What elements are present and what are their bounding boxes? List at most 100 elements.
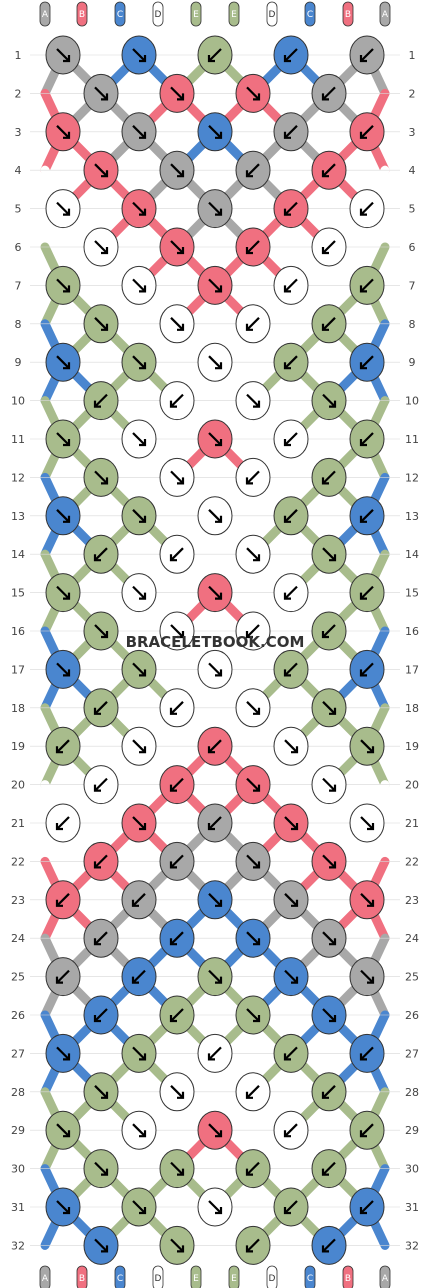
arrow-down-left-icon (208, 816, 222, 830)
arrow-head-icon (359, 362, 367, 370)
arrow-down-right-icon (56, 355, 70, 369)
knot (273, 573, 309, 613)
row-number-left: 5 (15, 203, 22, 216)
knot (83, 918, 119, 958)
knot (45, 496, 81, 536)
knot (159, 457, 195, 497)
arrow-down-right-icon (322, 777, 336, 792)
string-label-chip (228, 1, 240, 27)
row-number-right: 4 (409, 164, 416, 177)
row-number-left: 8 (15, 318, 22, 331)
arrow-down-right-icon (170, 317, 184, 331)
arrow-head-icon (321, 93, 329, 101)
arrow-down-left-icon (360, 1123, 374, 1137)
arrow-head-icon (245, 477, 253, 485)
row-number-right: 2 (409, 87, 416, 100)
arrow-down-left-icon (360, 48, 374, 62)
string-label-chip (152, 1265, 164, 1288)
arrow-down-right-icon (284, 893, 298, 907)
arrow-head-icon (101, 1168, 109, 1176)
string-label-chip (114, 1, 126, 27)
knot (121, 957, 157, 997)
arrow-down-right-icon (94, 317, 108, 331)
knot (121, 496, 157, 536)
arrow-head-icon (55, 899, 63, 907)
arrow-head-icon (321, 1245, 329, 1253)
arrow-down-left-icon (284, 355, 298, 369)
arrow-head-icon (101, 631, 109, 639)
knot (159, 73, 195, 113)
knot (83, 150, 119, 190)
arrow-down-left-icon (132, 893, 146, 907)
arrow-head-icon (139, 208, 147, 216)
string-label-top: C (117, 10, 123, 20)
arrow-down-right-icon (246, 1008, 260, 1022)
knot (235, 381, 271, 421)
knot (311, 304, 347, 344)
arrow-down-right-icon (208, 355, 222, 369)
arrow-down-left-icon (170, 547, 184, 561)
knot (235, 841, 271, 881)
string-label-bottom: C (307, 1274, 313, 1284)
string-label-top: A (382, 10, 389, 20)
knot (197, 265, 233, 305)
arrow-down-left-icon (208, 1046, 222, 1061)
arrow-head-icon (245, 631, 253, 639)
arrow-down-right-icon (170, 1238, 184, 1253)
arrow-head-icon (359, 1130, 367, 1138)
arrow-down-left-icon (322, 86, 336, 101)
arrow-head-icon (215, 439, 223, 447)
knot (311, 611, 347, 651)
arrow-down-right-icon (132, 278, 146, 293)
arrow-head-icon (139, 1053, 147, 1061)
knot (197, 880, 233, 920)
arrow-down-left-icon (94, 393, 108, 408)
arrow-down-left-icon (170, 854, 184, 869)
arrow-head-icon (359, 1053, 367, 1061)
arrow-head-icon (283, 515, 291, 523)
arrow-head-icon (93, 1015, 101, 1023)
arrow-head-icon (139, 439, 147, 447)
arrow-head-icon (215, 515, 223, 523)
arrow-head-icon (245, 1091, 253, 1099)
arrow-down-left-icon (284, 432, 298, 446)
knot (159, 841, 195, 881)
row-number-right: 14 (405, 548, 419, 561)
knot (235, 73, 271, 113)
arrow-head-icon (63, 1207, 71, 1215)
knot (159, 150, 195, 190)
row-number-left: 1 (15, 49, 22, 62)
knot (121, 649, 157, 689)
string-label-chip (39, 1265, 51, 1288)
arrow-down-right-icon (132, 662, 146, 677)
string-label-bottom: D (269, 1274, 276, 1284)
row-number-right: 13 (405, 510, 419, 523)
arrow-down-left-icon (56, 739, 70, 753)
arrow-head-icon (63, 131, 71, 139)
arrow-head-icon (215, 899, 223, 907)
arrow-head-icon (283, 55, 291, 63)
row-number-right: 7 (409, 279, 416, 292)
knot (45, 1033, 81, 1073)
arrow-down-left-icon (94, 1008, 108, 1022)
row-number-left: 27 (11, 1047, 25, 1060)
arrow-head-icon (169, 400, 177, 408)
arrow-down-left-icon (94, 701, 108, 715)
row-number-right: 29 (405, 1124, 419, 1137)
arrow-head-icon (207, 823, 215, 831)
arrow-head-icon (215, 1207, 223, 1215)
arrow-head-icon (367, 746, 375, 754)
arrow-head-icon (359, 285, 367, 293)
arrow-down-left-icon (360, 201, 374, 216)
arrow-down-right-icon (170, 1085, 184, 1099)
row-number-right: 30 (405, 1163, 419, 1176)
knot (235, 688, 271, 728)
arrow-head-icon (283, 208, 291, 216)
arrow-head-icon (329, 938, 337, 946)
arrow-head-icon (253, 707, 261, 715)
knot (121, 1187, 157, 1227)
arrow-down-right-icon (56, 1200, 70, 1214)
row-number-left: 19 (11, 740, 25, 753)
